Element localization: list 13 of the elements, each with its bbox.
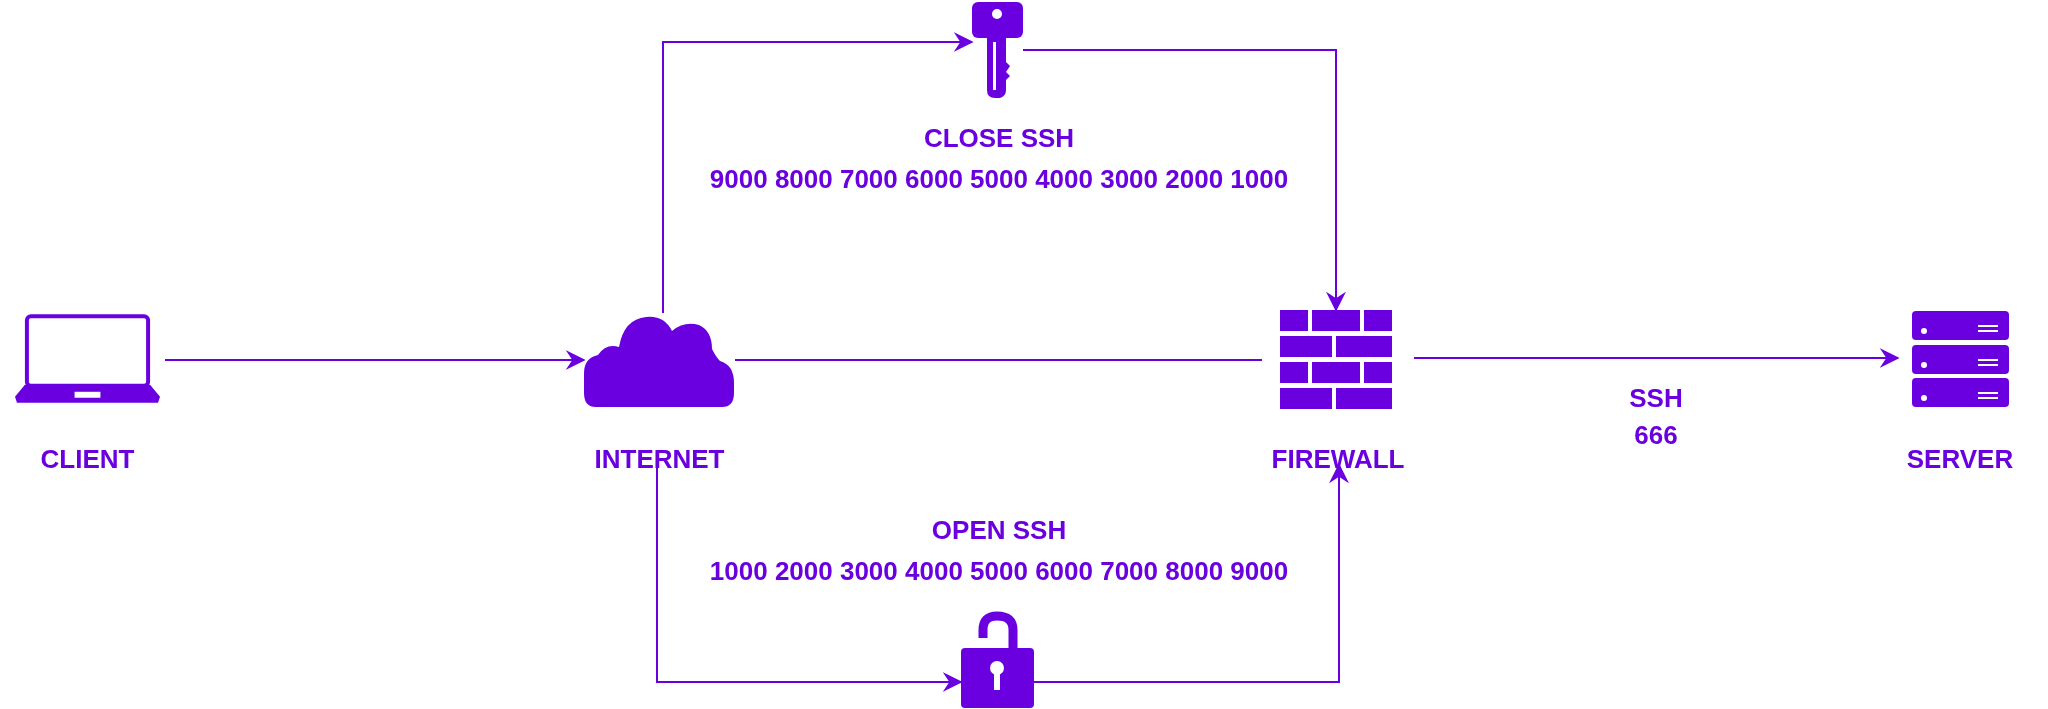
- node-label: FIREWALL: [1270, 444, 1406, 475]
- arrow: [1413, 348, 1900, 368]
- node-label: CLIENT: [39, 444, 136, 475]
- arrow: [1022, 49, 1346, 312]
- arrow: [164, 350, 586, 370]
- connector-line: [734, 359, 1263, 361]
- node-label: SERVER: [1905, 444, 2015, 475]
- port-sequence: 9000 8000 7000 6000 5000 4000 3000 2000 1000: [709, 163, 1289, 195]
- port-sequence: 1000 2000 3000 4000 5000 6000 7000 8000 9000: [709, 555, 1289, 587]
- node-label: INTERNET: [593, 444, 726, 475]
- label-heading: CLOSE SSH: [923, 122, 1075, 154]
- label-heading: OPEN SSH: [931, 514, 1067, 546]
- arrow: [662, 32, 974, 314]
